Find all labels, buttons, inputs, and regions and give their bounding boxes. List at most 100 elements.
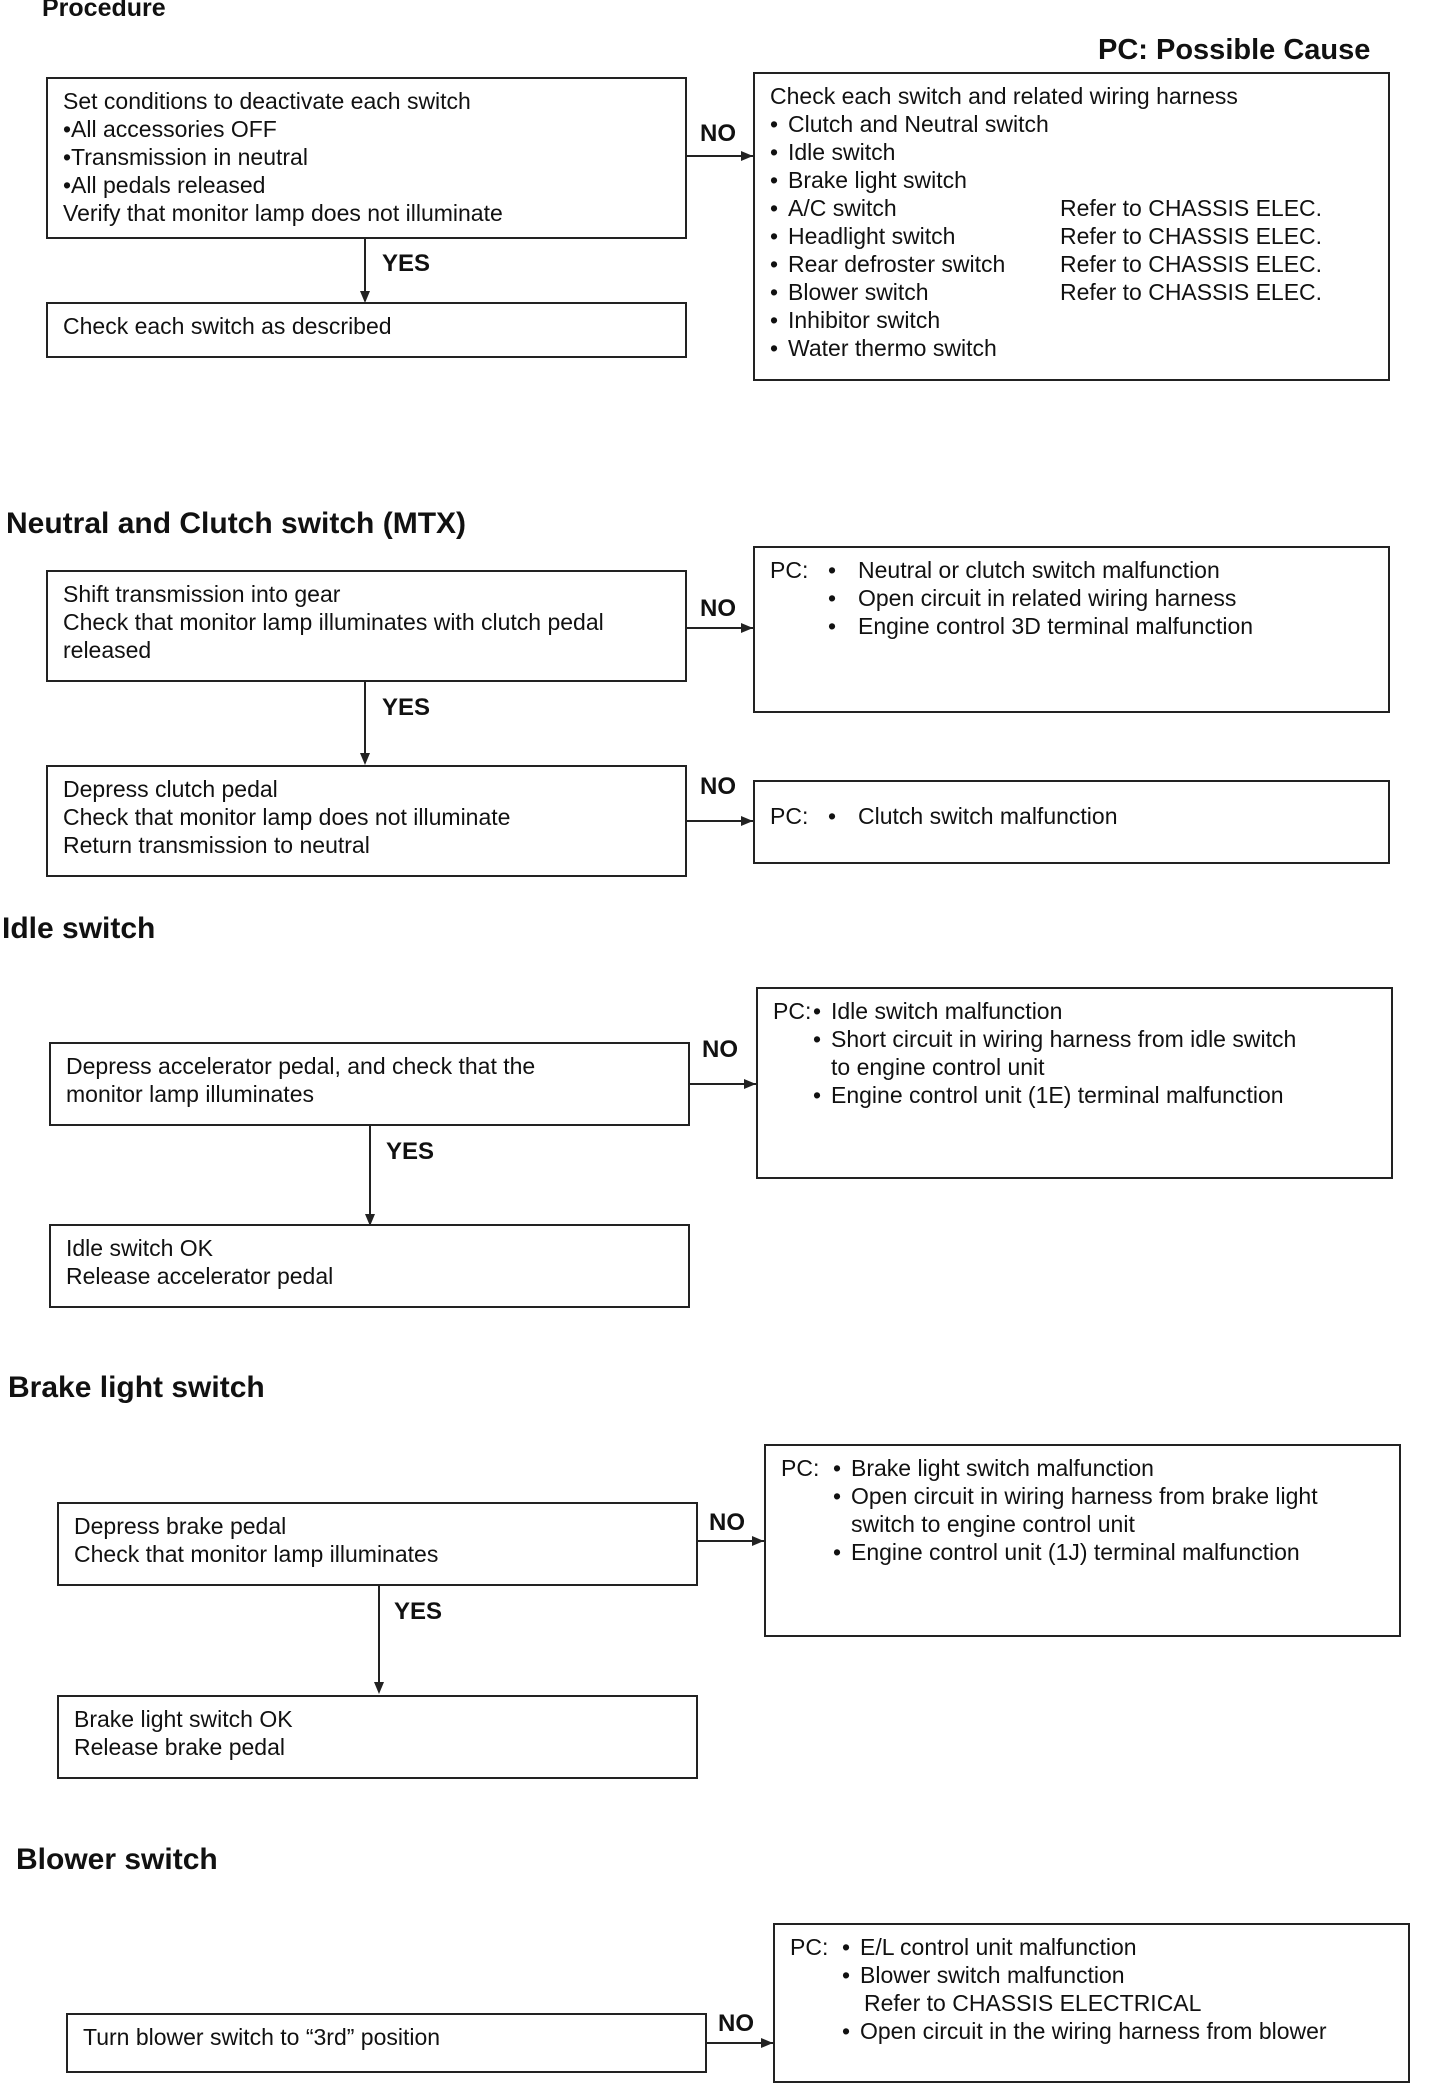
yes-label: YES [394,1598,443,1625]
neutral-pc1-box: PC: Neutral or clutch switch malfunction… [753,546,1390,713]
brake-ok-box: Brake light switch OK Release brake peda… [57,1695,698,1779]
no-label: NO [700,595,736,622]
arrow-right-icon [741,816,753,826]
step-text: Check that monitor lamp does not illumin… [63,804,511,830]
cause-item: Engine control unit (1J) terminal malfun… [833,1538,1318,1566]
neutral-step2-box: Depress clutch pedal Check that monitor … [46,765,687,877]
no-connector [698,1540,764,1542]
refer-note [1060,306,1373,334]
cause-item: Engine control 3D terminal malfunction [828,612,1253,640]
arrow-right-icon [741,151,753,161]
yes-connector [364,682,366,759]
arrow-right-icon [752,1536,764,1546]
cause-text: Short circuit in wiring harness from idl… [831,1026,1297,1052]
refer-note [1060,166,1373,194]
arrow-down-icon [374,1682,384,1694]
arrow-down-icon [360,291,370,303]
arrow-right-icon [741,623,753,633]
step-text: monitor lamp illuminates [66,1081,314,1107]
step-text: Turn blower switch to “3rd” position [83,2024,441,2050]
refer-note: Refer to CHASSIS ELEC. [1060,223,1323,249]
no-label: NO [700,120,736,147]
idle-step1-box: Depress accelerator pedal, and check tha… [49,1042,690,1126]
cause-text: Engine control unit (1J) terminal malfun… [851,1539,1300,1565]
step-text: released [63,637,152,663]
idle-ok-box: Idle switch OK Release accelerator pedal [49,1224,690,1308]
cause-item: Neutral or clutch switch malfunction [828,556,1253,584]
idle-section-title: Idle switch [2,912,156,945]
yes-connector [364,239,366,301]
switch-item: Clutch and Neutral switch [770,110,1060,138]
cause-text: Blower switch malfunction [860,1962,1125,1988]
switch-list: Clutch and Neutral switch Idle switch Br… [770,110,1373,362]
step-text: Check that monitor lamp illuminates [74,1541,439,1567]
step-text: Depress clutch pedal [63,776,278,802]
refer-note [1060,110,1373,138]
no-connector [687,627,753,629]
cause-text: E/L control unit malfunction [860,1934,1137,1960]
pc-prefix: PC: [790,1934,829,1960]
cause-item: Open circuit in the wiring harness from … [842,2017,1327,2045]
no-label: NO [709,1509,745,1536]
check-switches-box: Check each switch as described [46,302,687,358]
refer-note: Refer to CHASSIS ELEC. [1060,195,1323,221]
switch-item: Idle switch [770,138,1060,166]
switch-item: Rear defroster switch [770,250,1060,278]
switch-item: Headlight switch [770,222,1060,250]
cause-text: Open circuit in wiring harness from brak… [851,1483,1318,1509]
cause-item: Short circuit in wiring harness from idl… [813,1025,1296,1081]
refer-note: Refer to CHASSIS ELEC. [1060,279,1323,305]
procedure-title: Procedure [42,0,166,22]
switch-item: Inhibitor switch [770,306,1060,334]
yes-connector [378,1586,380,1682]
switch-item: Brake light switch [770,166,1060,194]
yes-label: YES [382,694,431,721]
arrow-down-icon [360,753,370,765]
step-text: Shift transmission into gear [63,581,341,607]
neutral-section-title: Neutral and Clutch switch (MTX) [6,507,467,540]
step-text: Depress brake pedal [74,1513,287,1539]
no-label: NO [700,773,736,800]
no-connector [707,2042,773,2044]
idle-pc-box: PC: Idle switch malfunction Short circui… [756,987,1393,1179]
no-connector [687,820,753,822]
arrow-down-icon [365,1214,375,1226]
step-text: Check that monitor lamp illuminates with… [63,609,604,635]
blower-step1-box: Turn blower switch to “3rd” position [66,2013,707,2073]
cause-text: Engine control unit (1E) terminal malfun… [831,1082,1284,1108]
no-label: NO [718,2010,754,2037]
refer-note: Refer to CHASSIS ELEC. [1060,251,1323,277]
no-label: NO [702,1036,738,1063]
cause-item: Engine control unit (1E) terminal malfun… [813,1081,1296,1109]
switch-item: Water thermo switch [770,334,1060,362]
neutral-step1-box: Shift transmission into gear Check that … [46,570,687,682]
pc-prefix: PC: [781,1455,820,1481]
cause-item: Idle switch malfunction [813,997,1296,1025]
no-connector [687,155,753,157]
step-text: •All accessories OFF [63,116,277,142]
cause-text: to engine control unit [831,1054,1045,1080]
switch-item: A/C switch [770,194,1060,222]
cause-text: switch to engine control unit [851,1511,1135,1537]
check-title: Check each switch and related wiring har… [770,83,1238,109]
yes-label: YES [382,250,431,277]
step-text: Release brake pedal [74,1734,285,1760]
yes-connector [369,1126,371,1224]
cause-text: Idle switch malfunction [831,998,1063,1024]
step-text: Check each switch as described [63,313,392,339]
cause-item: Open circuit in wiring harness from brak… [833,1482,1318,1538]
brake-pc-box: PC: Brake light switch malfunction Open … [764,1444,1401,1637]
step-text: Set conditions to deactivate each switch [63,88,471,114]
procedure-start-box: Set conditions to deactivate each switch… [46,77,687,239]
step-text: Release accelerator pedal [66,1263,334,1289]
cause-item: E/L control unit malfunction [842,1933,1327,1961]
cause-text: Brake light switch malfunction [851,1455,1154,1481]
step-text: Brake light switch OK [74,1706,293,1732]
refer-note [1060,334,1373,362]
step-text: Idle switch OK [66,1235,213,1261]
arrow-right-icon [761,2038,773,2048]
blower-pc-box: PC: E/L control unit malfunction Blower … [773,1923,1410,2083]
refer-note [1060,138,1373,166]
